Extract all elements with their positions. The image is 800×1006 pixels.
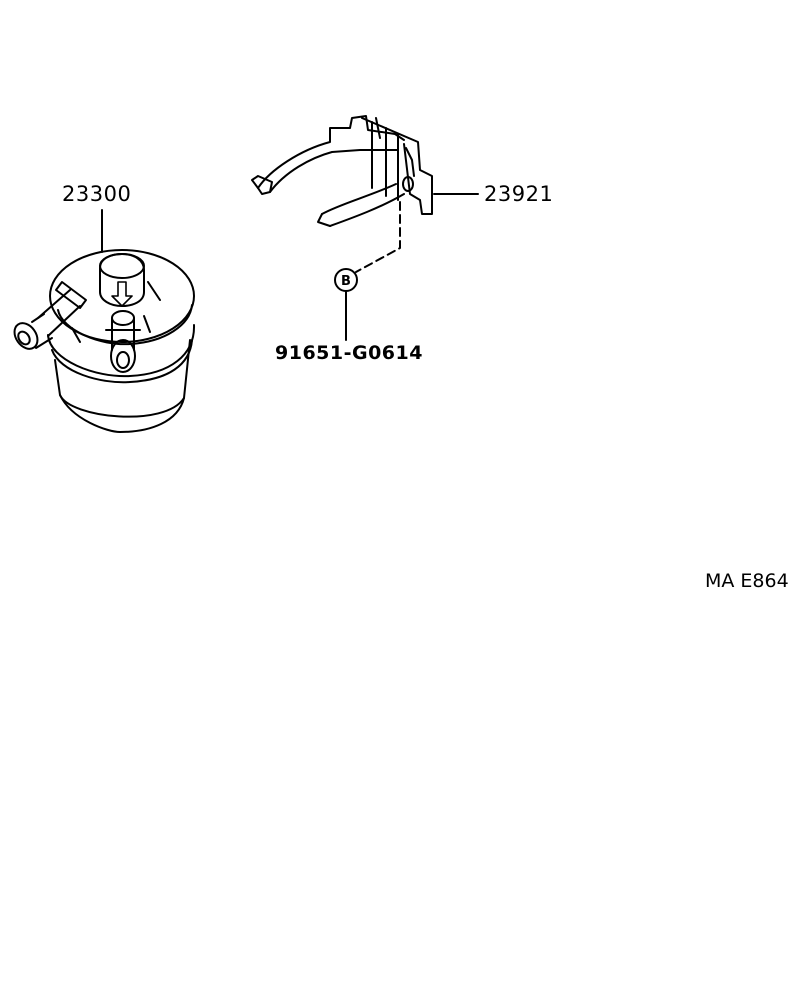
bolt-callout: [334, 268, 358, 341]
bolt-dashed-line: [355, 201, 401, 273]
fuel-filter-outlet-pipe: [111, 317, 135, 351]
bracket-bolt-hole: [402, 176, 414, 192]
fuel-filter-band: [47, 324, 196, 378]
callout-letter: B: [341, 274, 351, 289]
bracket-drawing: [251, 115, 479, 273]
fuel-filter-drawing: [13, 209, 196, 433]
fuel-filter-top-cap: [49, 249, 195, 343]
bracket-mounting-plate: [361, 117, 433, 215]
bracket-upper-arm: [257, 115, 405, 189]
part-number-bracket: 23921: [484, 182, 554, 206]
reference-code: MA E864: [705, 570, 789, 592]
part-number-bolt: 91651-G0614: [275, 342, 423, 364]
fuel-filter-center-boss: [99, 253, 145, 307]
bracket-lower-arm: [321, 183, 405, 227]
fuel-filter-inlet-pipe: [37, 281, 87, 337]
flow-arrow-icon: [111, 281, 133, 307]
fuel-filter-canister: [54, 339, 191, 433]
part-number-fuel-filter: 23300: [62, 182, 132, 206]
